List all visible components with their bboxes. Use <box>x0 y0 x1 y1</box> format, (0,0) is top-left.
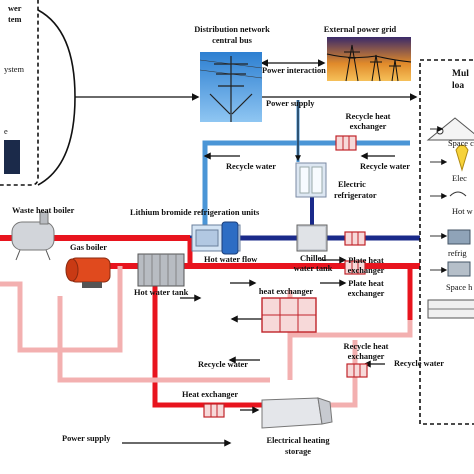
load-item-4: refrig <box>448 249 467 258</box>
heat-exchanger-bottom-label: Heat exchanger <box>182 390 239 399</box>
recycle-hx-bottom-label-2: exchanger <box>347 352 385 361</box>
gas-boiler-label: Gas boiler <box>70 243 107 252</box>
electrical-heating-storage-image <box>261 397 333 429</box>
plate-heat-exchanger-2 <box>344 260 366 275</box>
electric-refrigerator-image <box>295 162 327 198</box>
chilled-tank-label-2: water tank <box>293 264 333 273</box>
chilled-water-tank-image <box>296 224 328 252</box>
electrical-heating-storage-label-1: Electrical heating <box>266 436 330 445</box>
loads-panel <box>419 59 474 425</box>
loads-icons <box>430 126 471 277</box>
loads-title-2: loa <box>452 81 465 91</box>
recycle-hx-bottom-label-1: Recycle heat <box>343 342 389 351</box>
distribution-bus-label-2: central bus <box>212 36 252 45</box>
plate-hx-1-label-2: exchanger <box>347 266 385 275</box>
left-panel-text-2: tem <box>8 15 22 24</box>
heat-exchanger-bottom <box>203 403 225 418</box>
plate-hx-2-label-1: Plate heat <box>348 279 384 288</box>
load-item-2: Elec <box>452 174 467 183</box>
plate-hx-1-label-1: Plate heat <box>348 256 384 265</box>
hot-water-tank-image <box>137 253 185 287</box>
recycle-hx-top-label-1: Recycle heat <box>345 112 391 121</box>
waste-heat-boiler-label: Waste heat boiler <box>12 206 75 215</box>
recycle-water-left-label: Recycle water <box>226 162 276 171</box>
central-heat-exchanger <box>261 297 317 333</box>
distribution-bus-label-1: Distribution network <box>194 25 270 34</box>
external-grid-label: External power grid <box>323 25 397 34</box>
recycle-water-right-label: Recycle water <box>360 162 410 171</box>
recycle-water-mid-label: Recycle water <box>198 360 248 369</box>
hot-water-flow-label: Hot water flow <box>204 255 258 264</box>
libr-units-label: Lithium bromide refrigeration units <box>130 208 260 217</box>
external-grid-image <box>326 37 412 82</box>
recycle-water-bottom-right-label: Recycle water <box>394 359 444 368</box>
lithium-bromide-unit-image <box>191 221 241 255</box>
flow-arrows <box>122 152 395 447</box>
left-generation-panel <box>0 0 76 186</box>
recycle-heat-exchanger-bottom <box>346 363 368 378</box>
hot-water-tank-label: Hot water tank <box>134 288 189 297</box>
left-panel-text-4: e <box>4 127 8 136</box>
power-supply-top-label: Power supply <box>266 99 315 108</box>
plate-heat-exchanger-1 <box>344 231 366 246</box>
electric-refrigerator-label-2: refrigerator <box>334 191 377 200</box>
left-panel-text-1: wer <box>8 4 22 13</box>
load-item-1: Space c <box>448 139 474 148</box>
electrical-heating-storage-label-2: storage <box>284 447 312 456</box>
power-interaction-label: Power interaction <box>262 66 326 75</box>
waste-heat-boiler-image <box>11 211 55 261</box>
loads-title-1: Mul <box>452 69 469 79</box>
recycle-heat-exchanger-top <box>335 135 357 151</box>
heat-exchanger-mid-label: heat exchanger <box>258 287 314 296</box>
recycle-hx-top-label-2: exchanger <box>349 122 387 131</box>
load-item-3: Hot w <box>452 207 473 216</box>
chilled-tank-label-1: Chilled <box>299 254 327 263</box>
load-item-5: Space h <box>446 283 473 292</box>
electric-refrigerator-label-1: Electric <box>338 180 366 189</box>
power-supply-bottom-label: Power supply <box>62 434 111 443</box>
gas-boiler-image <box>65 257 111 288</box>
hot-recycle-lines <box>0 266 413 408</box>
plate-hx-2-label-2: exchanger <box>347 289 385 298</box>
distribution-bus-image <box>199 52 263 122</box>
left-panel-text-3: ystem <box>4 65 25 74</box>
